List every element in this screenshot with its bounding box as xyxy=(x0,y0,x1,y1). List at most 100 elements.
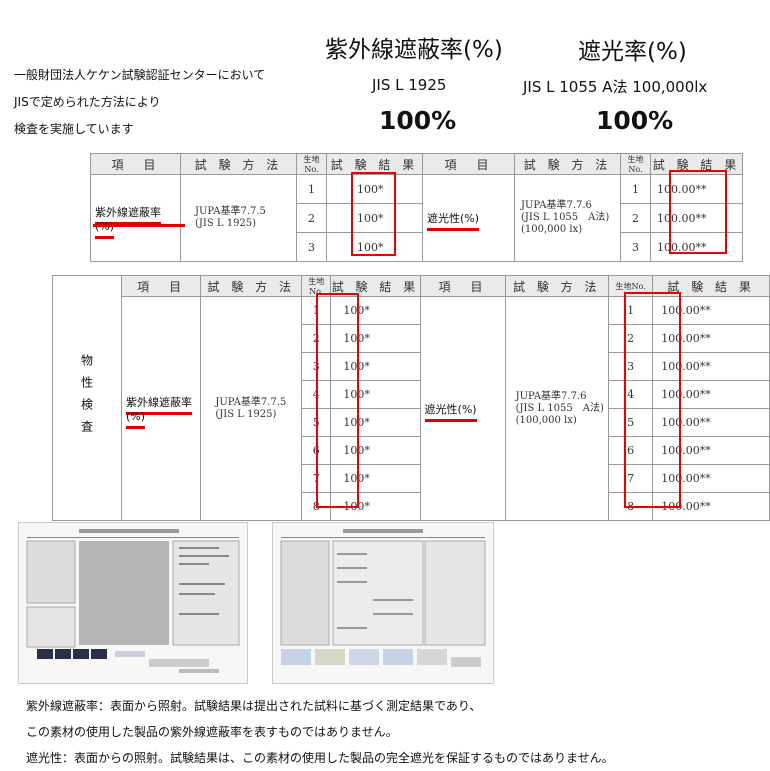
light-result-cell: 100.00** xyxy=(652,296,770,325)
uv-result-cell: 100* xyxy=(330,492,421,521)
uv-result-cell: 100* xyxy=(326,203,423,233)
uv-item-cell: 紫外線遮蔽率(%) xyxy=(90,174,181,262)
no-cell: 4 xyxy=(301,380,332,409)
test-report-image-1 xyxy=(18,522,248,684)
no-cell: 3 xyxy=(620,232,651,262)
light-summary-value: 100% xyxy=(596,106,674,135)
intro-line: 検査を実施しています xyxy=(14,122,134,136)
method-line: JUPA基準7.7.6 xyxy=(515,390,587,402)
no-cell: 6 xyxy=(607,436,654,465)
light-item-label: 遮光性(%) xyxy=(424,402,477,422)
light-method-cell: JUPA基準7.7.6 (JIS L 1055 A法) (100,000 lx) xyxy=(514,174,621,262)
light-result-cell: 100.00** xyxy=(652,352,770,381)
light-result-cell: 100.00** xyxy=(650,174,743,204)
header-method: 試 験 方 法 xyxy=(180,153,297,175)
header-result: 試 験 結 果 xyxy=(330,275,421,297)
light-result-cell: 100.00** xyxy=(650,203,743,233)
no-cell: 2 xyxy=(301,324,332,353)
table-header-row: 項 目 試 験 方 法 生地No. 試 験 結 果 項 目 試 験 方 法 生地… xyxy=(90,153,743,175)
table-row: 2 100* 2 100.00** xyxy=(91,203,743,233)
table-row: 5 100* 5 100.00** xyxy=(53,408,770,437)
table-row: 紫外線遮蔽率(%) JUPA基準7.7.5 (JIS L 1925) 1 100… xyxy=(90,174,743,262)
header-no: 生地No. xyxy=(301,275,332,297)
light-item-label: 遮光性(%) xyxy=(427,212,480,231)
header-item: 項 目 xyxy=(419,275,506,297)
light-method-cell: JUPA基準7.7.6 (JIS L 1055 A法) (100,000 lx) xyxy=(504,296,609,521)
method-line: JUPA基準7.7.5 xyxy=(215,396,287,408)
table-row: 紫外線遮蔽率(%) JUPA基準7.7.5 (JIS L 1925) 1 100… xyxy=(53,296,770,521)
footnotes: 紫外線遮蔽率：表面から照射。試験結果は提出された試料に基づく測定結果であり、 こ… xyxy=(26,693,614,771)
light-result-cell: 100.00** xyxy=(652,492,770,521)
uv-summary-value: 100% xyxy=(379,106,457,135)
no-cell: 6 xyxy=(301,436,332,465)
note-line: 遮光性：表面からの照射。試験結果は、この素材の使用した製品の完全遮光を保証するも… xyxy=(26,751,614,765)
note-line: 紫外線遮蔽率：表面から照射。試験結果は提出された試料に基づく測定結果であり、 xyxy=(26,699,482,713)
table-row: 4 100* 4 100.00** xyxy=(53,380,770,409)
light-result-cell: 100.00** xyxy=(652,464,770,493)
uv-result-cell: 100* xyxy=(330,352,421,381)
method-line: (JIS L 1055 A法) xyxy=(521,212,610,223)
method-line: JUPA基準7.7.6 xyxy=(521,200,592,211)
no-cell: 3 xyxy=(296,232,327,262)
light-result-cell: 100.00** xyxy=(652,380,770,409)
method-line: JUPA基準7.7.5 xyxy=(195,206,266,217)
test-results-table-2: 物性検査 項 目 試 験 方 法 生地No. 試 験 結 果 項 目 試 験 方… xyxy=(52,275,770,521)
header-method: 試 験 方 法 xyxy=(514,153,621,175)
method-line: (JIS L 1925) xyxy=(195,218,257,229)
no-cell: 3 xyxy=(607,352,654,381)
table-header-row: 物性検査 項 目 試 験 方 法 生地No. 試 験 結 果 項 目 試 験 方… xyxy=(52,275,770,521)
no-cell: 1 xyxy=(296,174,327,204)
header-result: 試 験 結 果 xyxy=(650,153,743,175)
no-cell: 7 xyxy=(301,464,332,493)
header-no: 生地No. xyxy=(296,153,327,175)
uv-result-cell: 100* xyxy=(330,296,421,325)
method-line: (JIS L 1055 A法) xyxy=(515,402,604,414)
header-item: 項 目 xyxy=(90,153,181,175)
uv-result-cell: 100* xyxy=(330,464,421,493)
uv-result-cell: 100* xyxy=(330,324,421,353)
uv-result-cell: 100* xyxy=(330,408,421,437)
side-label: 物性検査 xyxy=(52,275,122,521)
report-preview-2 xyxy=(273,523,493,683)
light-result-cell: 100.00** xyxy=(650,232,743,262)
header-method: 試 験 方 法 xyxy=(200,275,303,297)
uv-result-cell: 100* xyxy=(330,436,421,465)
uv-item-label: 紫外線遮蔽率(%) xyxy=(126,396,192,429)
note-line: この素材の使用した製品の紫外線遮蔽率を表すものではありません。 xyxy=(26,725,398,739)
light-summary-standard: JIS L 1055 A法 100,000lx xyxy=(523,78,708,96)
no-cell: 1 xyxy=(620,174,651,204)
uv-summary-standard: JIS L 1925 xyxy=(372,76,447,94)
light-result-cell: 100.00** xyxy=(652,324,770,353)
uv-summary-title: 紫外線遮蔽率(%) xyxy=(325,37,503,63)
uv-result-cell: 100* xyxy=(326,232,423,262)
no-cell: 5 xyxy=(607,408,654,437)
table-row: 3 100* 3 100.00** xyxy=(53,352,770,381)
header-item: 項 目 xyxy=(120,275,202,297)
light-result-cell: 100.00** xyxy=(652,436,770,465)
header-method: 試 験 方 法 xyxy=(504,275,609,297)
no-cell: 8 xyxy=(301,492,332,521)
header-item: 項 目 xyxy=(422,153,515,175)
uv-item-cell: 紫外線遮蔽率(%) xyxy=(120,296,202,521)
method-line: (100,000 lx) xyxy=(515,414,577,426)
light-summary-title: 遮光率(%) xyxy=(578,39,687,65)
no-cell: 2 xyxy=(620,203,651,233)
intro-line: JISで定められた方法により xyxy=(14,95,161,109)
test-results-table-1: 項 目 試 験 方 法 生地No. 試 験 結 果 項 目 試 験 方 法 生地… xyxy=(90,153,743,262)
uv-result-cell: 100* xyxy=(326,174,423,204)
uv-method-cell: JUPA基準7.7.5 (JIS L 1925) xyxy=(200,296,303,521)
method-line: (100,000 lx) xyxy=(521,224,583,235)
no-cell: 4 xyxy=(607,380,654,409)
light-item-cell: 遮光性(%) xyxy=(422,174,515,262)
no-cell: 2 xyxy=(296,203,327,233)
intro-text: 一般財団法人ケケン試験認証センターにおいて JISで定められた方法により 検査を… xyxy=(14,62,265,143)
no-cell: 5 xyxy=(301,408,332,437)
header-no: 生地No. xyxy=(607,275,654,297)
no-cell: 1 xyxy=(301,296,332,325)
header-result: 試 験 結 果 xyxy=(652,275,770,297)
no-cell: 3 xyxy=(301,352,332,381)
light-item-cell: 遮光性(%) xyxy=(419,296,506,521)
uv-result-cell: 100* xyxy=(330,380,421,409)
test-report-image-2 xyxy=(272,522,494,684)
header-no: 生地No. xyxy=(620,153,651,175)
